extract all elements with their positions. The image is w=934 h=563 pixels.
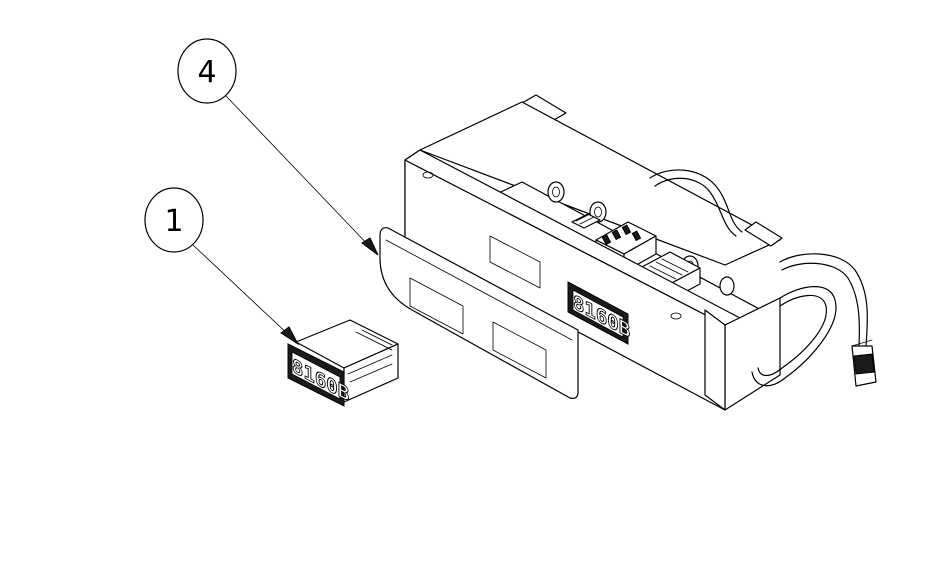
box-window-cutout (489, 235, 541, 289)
face-plate-cutout-right (492, 321, 547, 379)
callout-4: 4 (177, 38, 379, 256)
callout-1-leader (192, 244, 292, 338)
callout-1: 1 (144, 187, 300, 346)
callout-1-arrowhead (280, 326, 300, 346)
face-plate-cutout-left (409, 277, 464, 335)
face-plate (379, 227, 579, 399)
display-module: 8160B (287, 319, 399, 407)
screw-hole (670, 312, 682, 320)
cable-clip (719, 276, 735, 296)
callout-4-arrowhead (361, 237, 379, 256)
box-right-flange (704, 309, 726, 411)
callout-4-bubble (177, 38, 237, 104)
side-mounting-tab (744, 221, 783, 247)
callout-4-leader (225, 95, 373, 250)
enclosure-box: 8160B (404, 94, 783, 411)
callout-4-label: 4 (197, 55, 216, 90)
cable-harness (649, 169, 877, 387)
face-plate-outline (379, 227, 579, 399)
callout-1-label: 1 (164, 204, 183, 239)
callout-1-bubble (144, 187, 204, 253)
cable-clip (547, 181, 565, 203)
screw-hole (422, 171, 434, 179)
